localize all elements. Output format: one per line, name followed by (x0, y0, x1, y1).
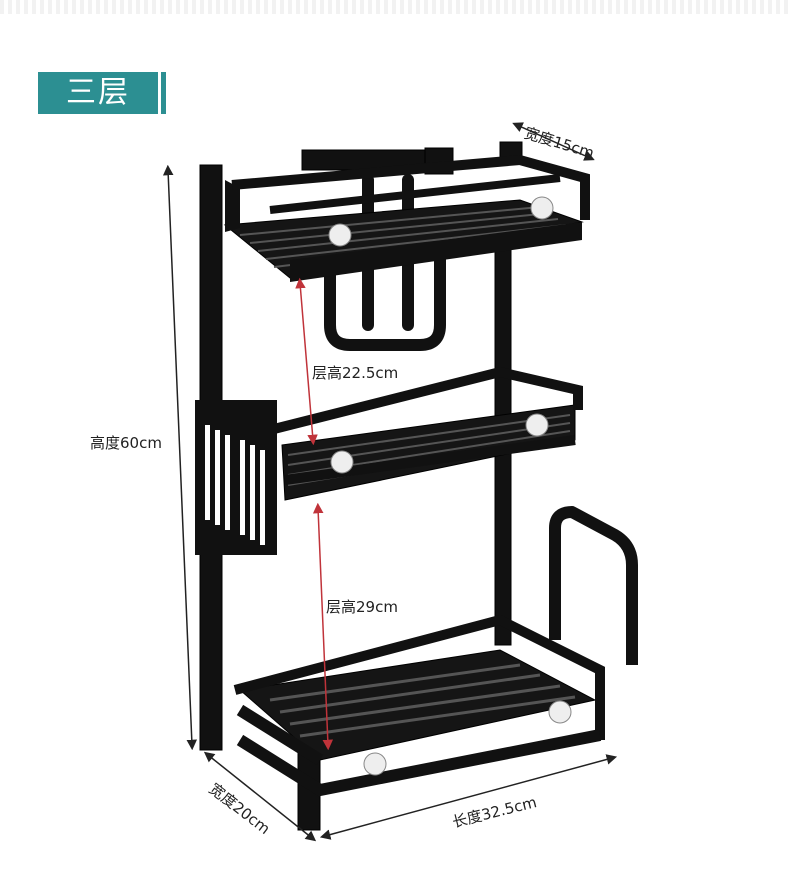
upper-tier-gap-label: 层高22.5cm (312, 364, 399, 382)
tier-count-badge: 三层 (38, 72, 158, 114)
middle-shelf (268, 366, 583, 501)
bottom-shelf (233, 614, 605, 797)
utensil-holder (195, 400, 277, 555)
dimension-lines (162, 122, 618, 842)
tier-gap-lines (295, 277, 334, 751)
top-shelf (223, 154, 590, 282)
badge-accent-bar (161, 72, 166, 114)
lower-tier-gap-label: 层高29cm (326, 598, 398, 616)
total-height-label: 高度60cm (90, 434, 162, 452)
cutting-board-holder (549, 506, 638, 665)
top-divider (0, 0, 790, 14)
